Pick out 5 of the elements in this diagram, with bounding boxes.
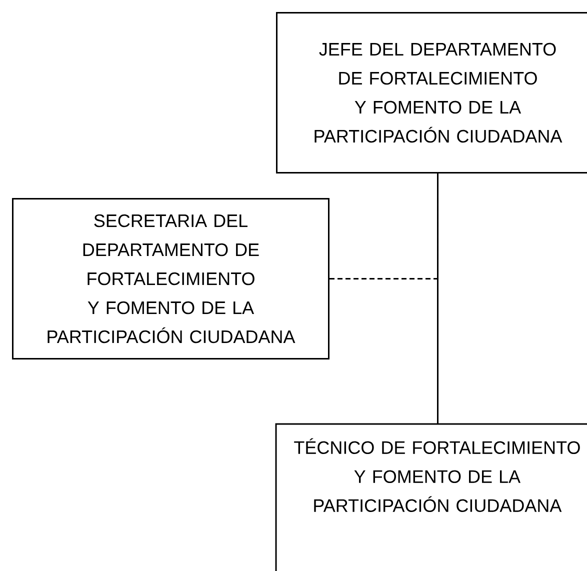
org-box: JEFE DEL DEPARTAMENTO DE FORTALECIMIENTO Y FOMENTO DE LA PARTICIPACIÓN CIUDADANA [276, 12, 587, 174]
org-box: SECRETARIA DEL DEPARTAMENTO DE FORTALECIMIENTO Y FOMENTO DE LA PARTICIPACIÓN CIUDADANA [12, 198, 330, 360]
connector-line [437, 174, 438, 424]
org-box: TÉCNICO DE FORTALECIMIENTO Y FOMENTO DE LA PARTICIPACIÓN CIUDADANA [275, 423, 587, 571]
connector-line [330, 174, 438, 280]
